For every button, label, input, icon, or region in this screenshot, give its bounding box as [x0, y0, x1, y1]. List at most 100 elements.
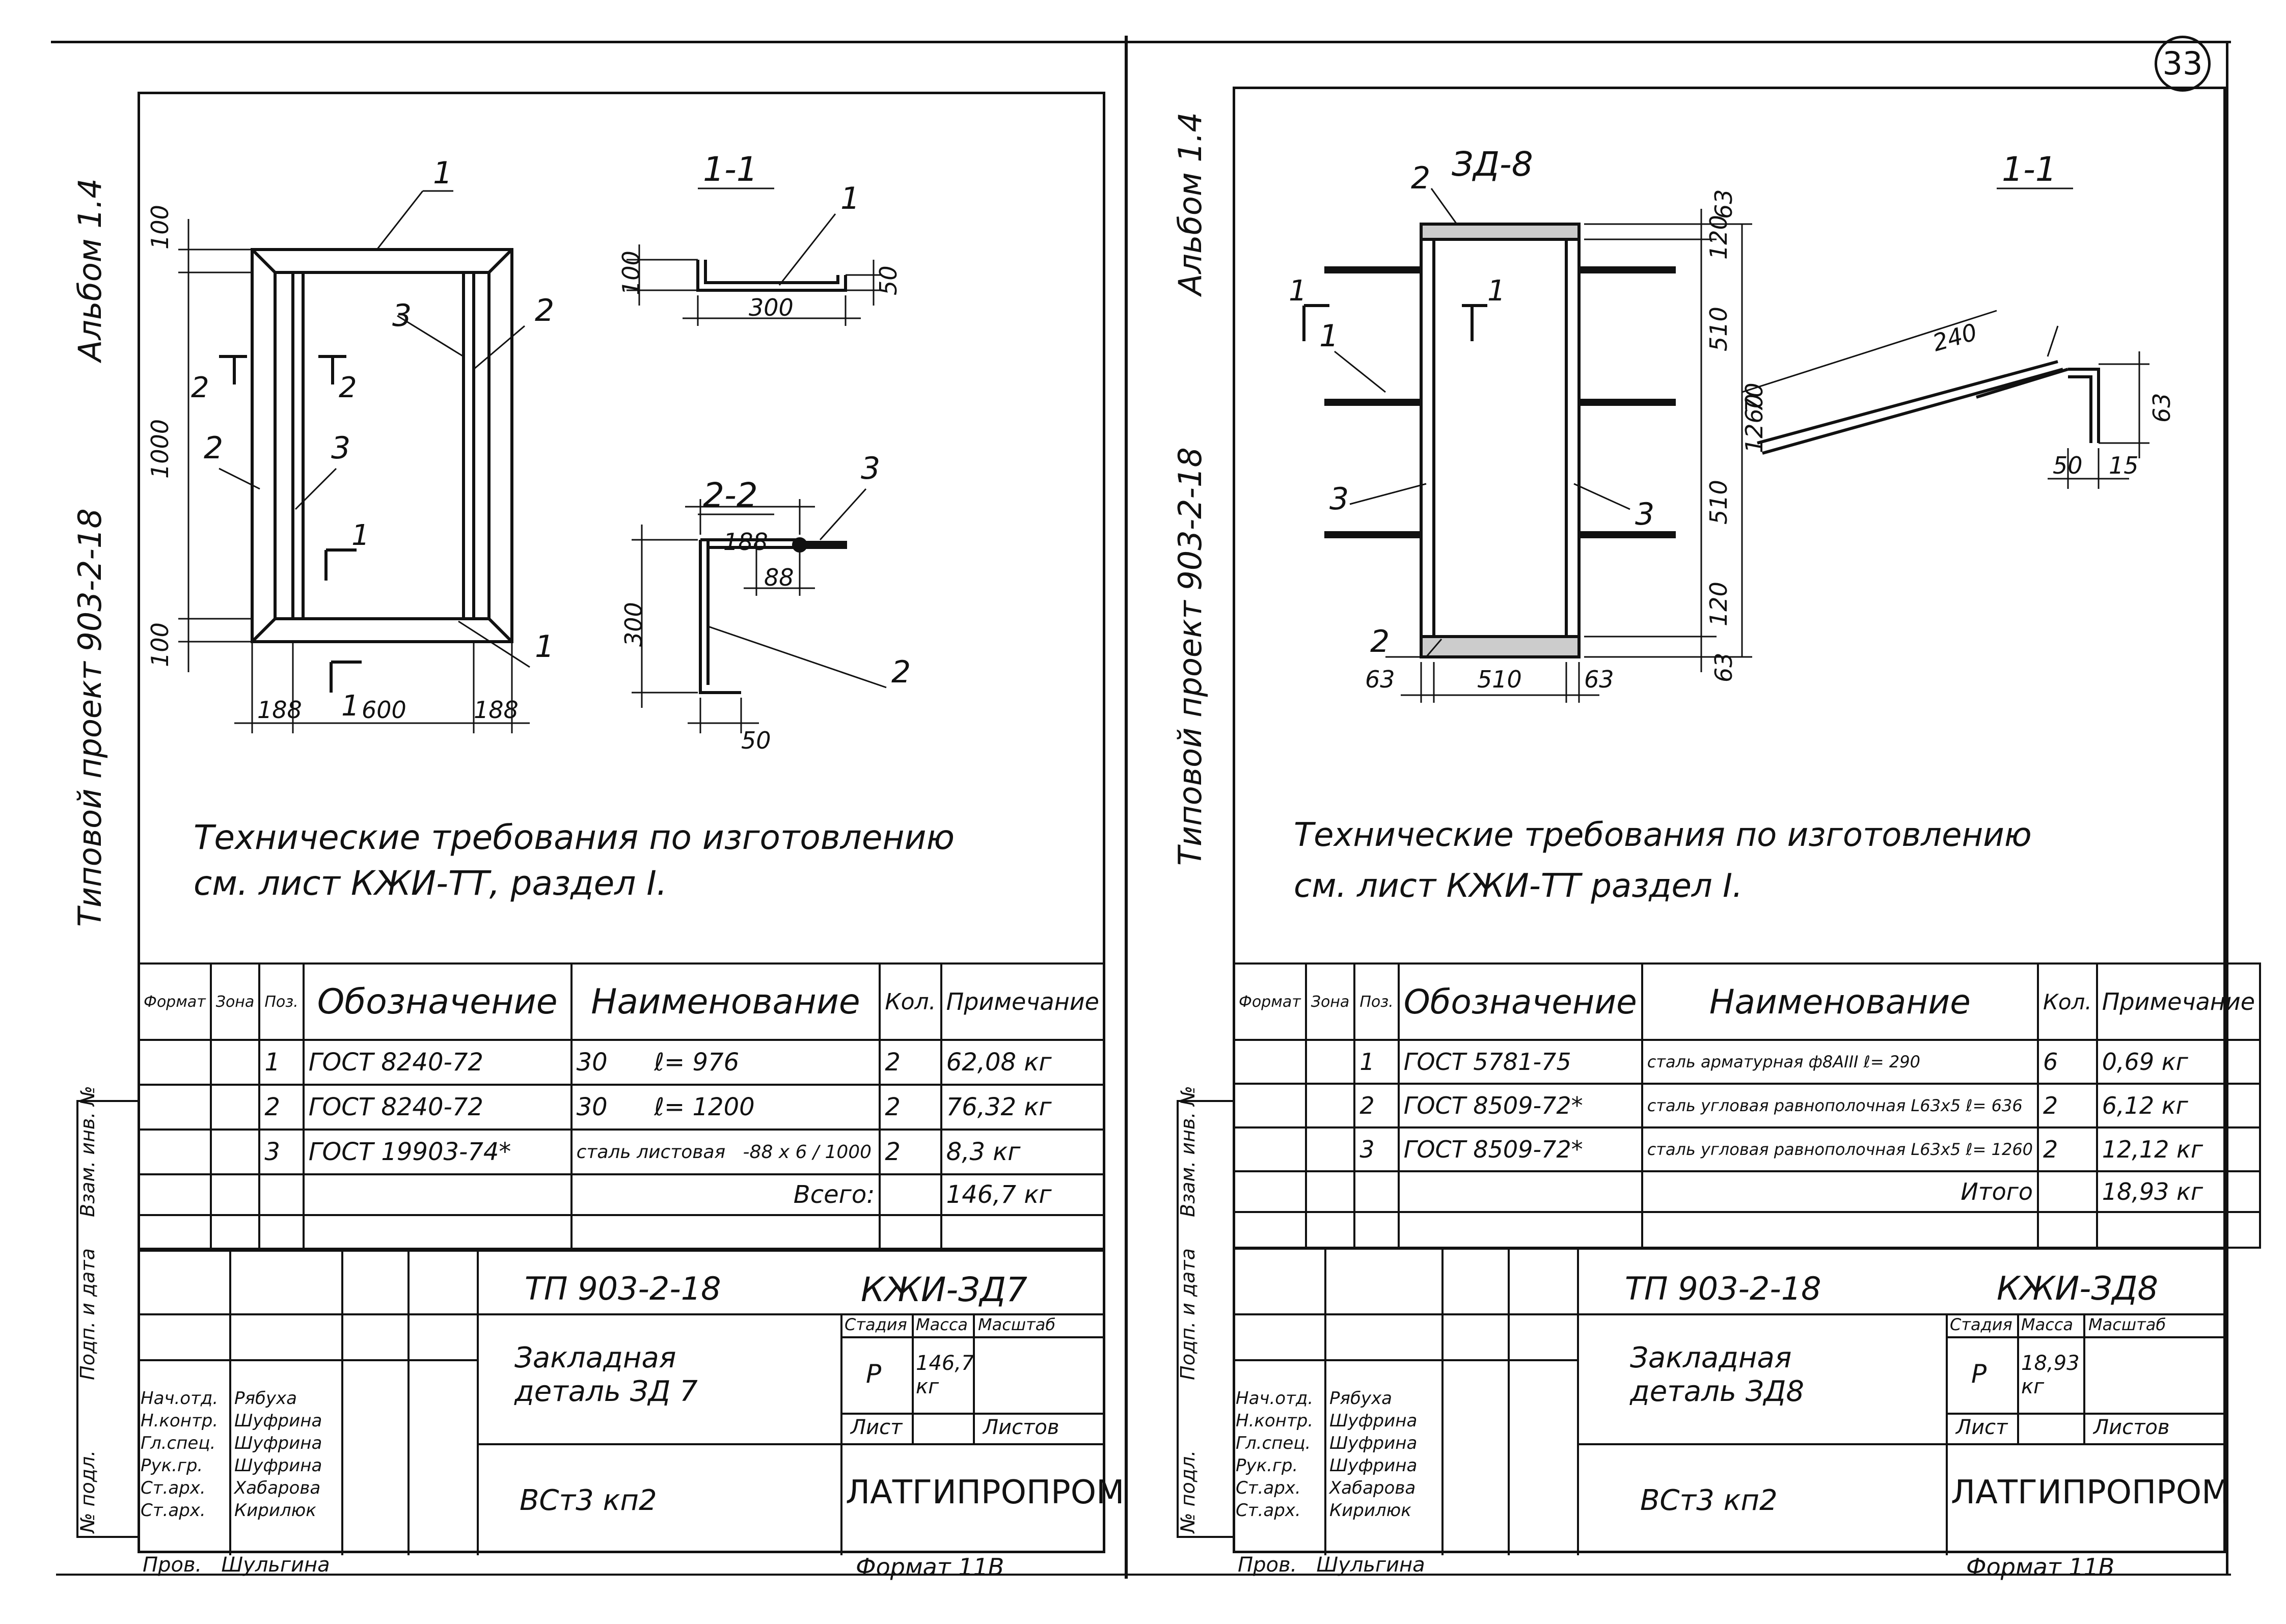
side-stamp-text: Взам. инв. №	[1177, 1085, 1199, 1217]
spec-table: Формат Зона Поз. Обозначение Наименовани…	[138, 962, 1106, 1252]
person: Шуфрина	[1329, 1411, 1418, 1431]
row-code: ГОСТ 8509-72*	[1397, 1083, 1643, 1128]
view-label: ЗД-8	[1452, 145, 1533, 184]
dim-label: 240	[1929, 318, 1980, 356]
total-value: 18,93 кг	[2096, 1170, 2262, 1213]
col-note: Примечание	[940, 962, 1106, 1041]
total-value: 146,7 кг	[940, 1173, 1106, 1216]
people-grid: Нач.отд. Н.контр. Гл.спец. Рук.гр. Ст.ар…	[1233, 1250, 1579, 1555]
row-name-a: сталь арматурная ф8АIII	[1647, 1052, 1859, 1071]
dim-label: 100	[146, 205, 174, 250]
drawing-frame	[138, 92, 1105, 1553]
role: Ст.арх.	[141, 1500, 206, 1521]
stage-value: Р	[866, 1359, 882, 1389]
side-stamp-text: Подп. и дата	[76, 1248, 99, 1380]
sheet-right: Альбом 1.4 Типовой проект 903-2-18	[1131, 31, 2262, 1581]
row-note: 8,3 кг	[940, 1128, 1106, 1175]
col-format: Формат	[138, 962, 212, 1041]
dim-label: 510	[1477, 666, 1522, 693]
material: ВСт3 кп2	[520, 1484, 657, 1517]
row-name: сталь угловая равнополочная L63x5 ℓ= 636	[1641, 1083, 2039, 1128]
cut-mark: 1	[1289, 274, 1307, 308]
cut-mark: 2	[191, 371, 209, 404]
dim-label: 15	[2109, 452, 2139, 479]
dim-label: 50	[875, 265, 902, 295]
part-name: Закладная деталь ЗД 7	[514, 1341, 698, 1408]
row-name-b: L63x5 ℓ= 1260	[1911, 1140, 2033, 1159]
row-qty: 2	[879, 1128, 942, 1175]
checker: Пров. Шульгина	[143, 1553, 330, 1577]
role: Нач.отд.	[1236, 1388, 1314, 1409]
role: Ст.арх.	[1236, 1478, 1301, 1498]
person: Шуфрина	[234, 1433, 322, 1453]
person: Хабарова	[1329, 1478, 1416, 1498]
row-name-b: -88 x 6 / 1000	[743, 1141, 872, 1163]
table-row: 2 ГОСТ 8509-72* сталь угловая равнополоч…	[1233, 1083, 2262, 1128]
right-rule	[2226, 41, 2228, 1574]
dim-label: 63	[2148, 393, 2175, 423]
col-zone: Зона	[209, 962, 261, 1041]
cut-mark: 1	[351, 519, 370, 552]
sheet-header: Лист	[851, 1416, 903, 1439]
stage-header: Стадия	[845, 1315, 907, 1334]
top-rule	[51, 41, 2231, 43]
scale-header: Масштаб	[978, 1315, 1056, 1334]
sheet-divider	[1125, 36, 1128, 1579]
row-name: сталь арматурная ф8АIII ℓ= 290	[1641, 1039, 2039, 1085]
dim-label: 100	[617, 251, 645, 295]
dim-label: 88	[764, 564, 794, 591]
dim-label: 300	[749, 294, 794, 321]
role: Гл.спец.	[141, 1433, 216, 1453]
bottom-rule	[56, 1574, 2231, 1576]
col-format: Формат	[1233, 962, 1307, 1041]
row-note: 0,69 кг	[2096, 1039, 2262, 1085]
mark: 3	[331, 430, 350, 466]
row-pos: 1	[1353, 1039, 1400, 1085]
doc-code: ТП 903-2-18	[1625, 1270, 1821, 1307]
part-name: Закладная деталь ЗД8	[1630, 1341, 1804, 1408]
dim-label: 63	[1584, 666, 1614, 693]
title-block: Нач.отд. Н.контр. Гл.спец. Рук.гр. Ст.ар…	[1233, 1248, 2229, 1555]
role: Гл.спец.	[1236, 1433, 1311, 1453]
cut-mark: 1	[1487, 274, 1506, 308]
sheet-code: КЖИ-ЗД8	[1997, 1270, 2159, 1308]
person: Шуфрина	[1329, 1433, 1418, 1453]
col-qty: Кол.	[2037, 962, 2098, 1041]
person: Кирилюк	[234, 1500, 316, 1521]
mark: 3	[1329, 481, 1349, 517]
mark: 3	[1635, 497, 1654, 532]
col-designation: Обозначение	[1397, 962, 1643, 1041]
people-grid: Нач.отд. Н.контр. Гл.спец. Рук.гр. Ст.ар…	[138, 1250, 479, 1555]
cut-mark: 1	[341, 690, 360, 723]
dim-label: 120	[1705, 215, 1732, 260]
row-name-b: ℓ= 290	[1863, 1052, 1920, 1071]
row-code: ГОСТ 8240-72	[302, 1084, 573, 1131]
mass-header: Масса	[916, 1315, 968, 1334]
person: Хабарова	[234, 1478, 321, 1498]
mass-header: Масса	[2021, 1315, 2074, 1334]
side-stamp-text: № подл.	[1177, 1450, 1199, 1533]
col-name: Наименование	[1641, 962, 2039, 1041]
row-name-a: 30	[576, 1093, 608, 1121]
row-pos: 3	[258, 1128, 305, 1175]
row-qty: 2	[879, 1084, 942, 1131]
checker: Пров. Шульгина	[1238, 1553, 1425, 1577]
role: Нач.отд.	[141, 1388, 219, 1409]
sheet-header: Лист	[1956, 1416, 2008, 1439]
stage-value: Р	[1971, 1359, 1987, 1389]
dim-label: 188	[257, 696, 302, 724]
table-row: 3 ГОСТ 8509-72* сталь угловая равнополоч…	[1233, 1126, 2262, 1172]
table-row: 2 ГОСТ 8240-72 30 ℓ= 1200 2 76,32 кг	[138, 1084, 1106, 1131]
dim-label: 63	[1710, 189, 1737, 219]
row-name-a: сталь угловая равнополочная	[1647, 1096, 1906, 1115]
dim-label: 50	[2053, 452, 2083, 479]
side-stamp-text: № подл.	[76, 1450, 99, 1533]
mark: 2	[535, 293, 554, 328]
row-qty: 2	[879, 1039, 942, 1086]
row-qty: 6	[2037, 1039, 2098, 1085]
table-row: 1 ГОСТ 5781-75 сталь арматурная ф8АIII ℓ…	[1233, 1039, 2262, 1085]
dim-label: 600	[362, 696, 406, 724]
row-name-a: сталь угловая равнополочная	[1647, 1140, 1906, 1159]
dim-label: 300	[620, 602, 647, 647]
format-label: Формат 11В	[856, 1553, 1004, 1581]
